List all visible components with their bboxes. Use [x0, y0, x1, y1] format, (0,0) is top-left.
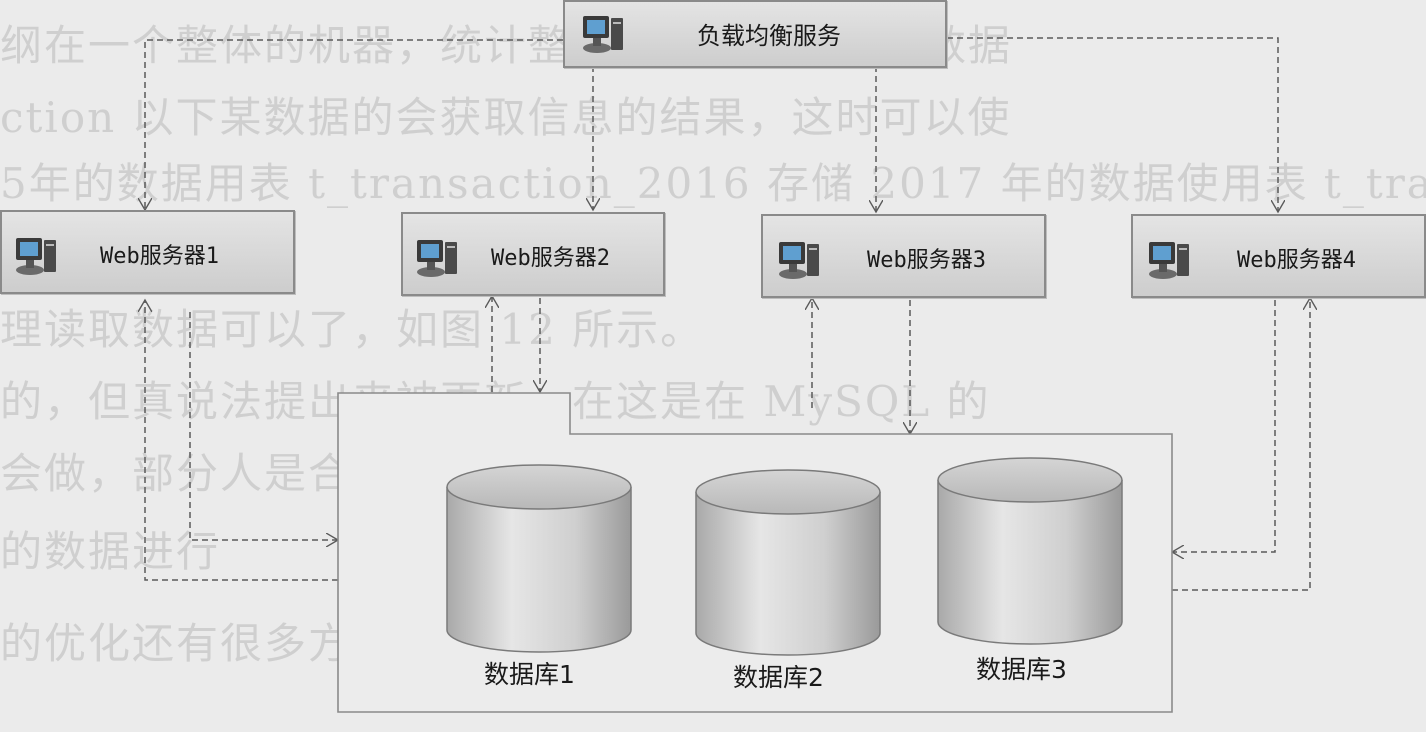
- computer-icon: [417, 240, 457, 277]
- web-server-3-node: Web服务器3: [761, 214, 1046, 298]
- database-1-cylinder: [446, 464, 632, 653]
- web-server-2-node: Web服务器2: [401, 212, 665, 296]
- database-3-label: 数据库3: [976, 655, 1067, 684]
- connector-web4-db: [1172, 300, 1276, 552]
- database-1-label: 数据库1: [484, 660, 575, 689]
- web-server-4-node: Web服务器4: [1131, 214, 1426, 298]
- connector-lb-web1: [145, 39, 563, 210]
- connector-lb-web4: [947, 37, 1278, 212]
- computer-icon: [779, 242, 819, 279]
- web-server-2-label: Web服务器2: [491, 246, 610, 271]
- computer-icon: [1149, 242, 1189, 279]
- database-3-cylinder: [937, 457, 1123, 645]
- database-2-cylinder: [695, 469, 881, 656]
- connector-db-web1: [145, 300, 338, 581]
- web-server-4-label: Web服务器4: [1237, 248, 1356, 273]
- web-server-1-node: Web服务器1: [0, 210, 295, 294]
- connector-web1-db: [189, 312, 338, 540]
- load-balancer-node: 负载均衡服务: [563, 0, 947, 68]
- web-server-1-label: Web服务器1: [100, 244, 219, 269]
- load-balancer-label: 负载均衡服务: [697, 22, 841, 50]
- web-server-3-label: Web服务器3: [867, 248, 986, 273]
- database-2-label: 数据库2: [733, 663, 824, 692]
- computer-icon: [583, 16, 623, 53]
- connector-db-web4: [1172, 298, 1310, 591]
- computer-icon: [16, 238, 56, 275]
